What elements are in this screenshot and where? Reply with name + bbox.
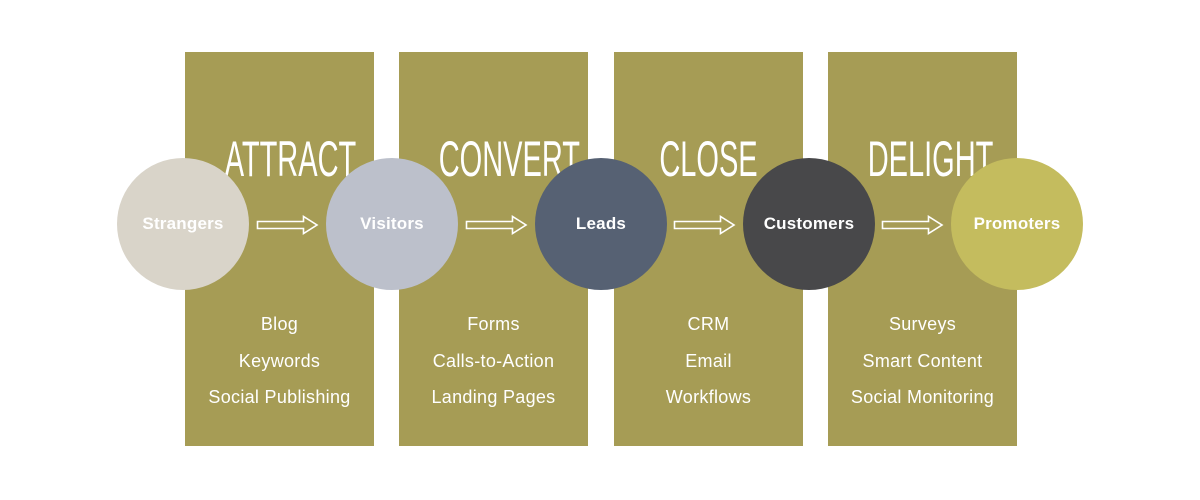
right-arrow-icon: [673, 215, 736, 235]
phase-tools-list: Forms Calls-to-Action Landing Pages: [399, 314, 588, 424]
phase-tool-item: Calls-to-Action: [432, 350, 555, 371]
stage-circle-promoters: Promoters: [951, 158, 1083, 290]
phase-tool-item: Email: [685, 350, 732, 371]
phase-tool-item: Workflows: [665, 387, 752, 407]
right-arrow-icon: [881, 215, 944, 235]
phase-tool-item: Surveys: [888, 314, 957, 334]
phase-tool-item: Social Monitoring: [850, 387, 995, 407]
phase-tool-item: Forms: [467, 314, 520, 334]
stage-label: Strangers: [142, 214, 224, 233]
stage-label: Promoters: [973, 214, 1061, 233]
phase-tool-item: Smart Content: [862, 350, 983, 371]
right-arrow-icon: [256, 215, 319, 235]
stage-circle-strangers: Strangers: [117, 158, 249, 290]
stage-circle-visitors: Visitors: [326, 158, 458, 290]
phase-title: DELIGHT: [867, 131, 994, 187]
phase-tool-item: Blog: [260, 314, 299, 334]
phase-tool-item: Keywords: [238, 350, 321, 371]
phase-tools-list: CRM Email Workflows: [614, 314, 803, 424]
stage-label: Leads: [575, 214, 627, 233]
stage-label: Customers: [763, 214, 855, 233]
phase-tool-item: Social Publishing: [208, 387, 351, 407]
stage-circle-customers: Customers: [743, 158, 875, 290]
phase-title: CLOSE: [659, 131, 758, 187]
phase-tools-list: Blog Keywords Social Publishing: [185, 314, 374, 424]
phase-tool-item: Landing Pages: [431, 387, 556, 407]
phase-title: ATTRACT: [224, 131, 357, 187]
phase-tool-item: CRM: [687, 314, 730, 334]
phase-tools-list: Surveys Smart Content Social Monitoring: [828, 314, 1017, 424]
stage-label: Visitors: [360, 214, 424, 233]
phase-title: CONVERT: [438, 131, 580, 187]
stage-circle-leads: Leads: [535, 158, 667, 290]
right-arrow-icon: [465, 215, 528, 235]
